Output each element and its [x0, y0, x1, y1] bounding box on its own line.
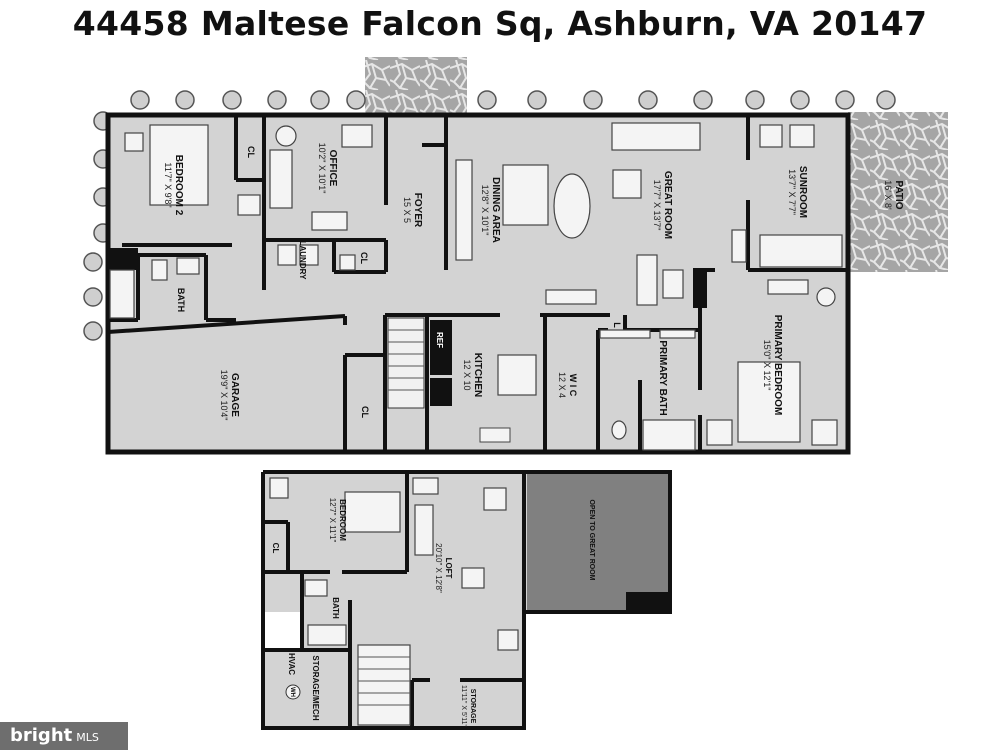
svg-text:CL: CL	[359, 252, 369, 264]
svg-text:PATIO: PATIO	[893, 180, 904, 209]
svg-text:12'7" X 11'1": 12'7" X 11'1"	[328, 498, 337, 543]
svg-text:L: L	[612, 322, 622, 328]
room-label-open: OPEN TO GREAT ROOM	[588, 499, 595, 580]
svg-text:17'7" X 13'7": 17'7" X 13'7"	[652, 180, 662, 231]
upper-floor	[261, 470, 672, 730]
svg-text:16' X 8': 16' X 8'	[883, 180, 893, 210]
svg-text:FOYER: FOYER	[412, 193, 423, 228]
room-label-dining: DINING AREA 12'8" X 10'1"	[480, 177, 501, 243]
svg-text:15 X 5: 15 X 5	[402, 197, 412, 223]
room-label-great: GREAT ROOM 17'7" X 13'7"	[652, 171, 673, 239]
svg-text:STORAGE/MECH: STORAGE/MECH	[311, 655, 320, 720]
svg-text:W I C: W I C	[568, 374, 578, 397]
svg-text:OFFICE: OFFICE	[327, 150, 338, 187]
room-label-ref: REF	[435, 332, 444, 348]
room-label-loft: LOFT 20'10" X 12'8"	[434, 543, 453, 593]
svg-text:BEDROOM 2: BEDROOM 2	[173, 155, 184, 216]
room-label-laundry: LAUNDRY	[298, 241, 307, 280]
svg-text:CL: CL	[246, 146, 256, 158]
listing-address-title: 44458 Maltese Falcon Sq, Ashburn, VA 201…	[72, 4, 928, 43]
svg-text:19'9" X 10'4": 19'9" X 10'4"	[219, 370, 229, 421]
room-label-bath1: BATH	[176, 288, 186, 312]
svg-text:BATH: BATH	[331, 597, 340, 619]
svg-text:WH: WH	[289, 687, 295, 697]
room-label-pbath: PRIMARY BATH	[657, 340, 668, 415]
room-label-sunroom: SUNROOM 13'7" X 7'7"	[787, 166, 808, 218]
room-label-cl2: CL	[359, 252, 369, 264]
room-label-l: L	[612, 322, 622, 328]
room-label-bedroom2: BEDROOM 2 11'7" X 9'8"	[163, 155, 184, 216]
room-label-cl4: CL	[271, 543, 280, 554]
svg-text:11'7" X 9'8": 11'7" X 9'8"	[163, 162, 173, 207]
svg-text:BEDROOM: BEDROOM	[338, 499, 347, 541]
svg-text:11'11" X 5'11": 11'11" X 5'11"	[460, 685, 467, 727]
svg-text:LAUNDRY: LAUNDRY	[298, 241, 307, 280]
svg-text:DINING AREA: DINING AREA	[490, 177, 501, 243]
room-label-kitchen: KITCHEN 12 X 10	[462, 353, 483, 397]
room-label-cl3: CL	[360, 406, 370, 418]
svg-text:HVAC: HVAC	[287, 653, 296, 675]
svg-text:GARAGE: GARAGE	[229, 373, 240, 417]
svg-text:OPEN TO GREAT ROOM: OPEN TO GREAT ROOM	[588, 499, 595, 580]
svg-text:20'10" X 12'8": 20'10" X 12'8"	[434, 543, 443, 593]
svg-text:12 X 10: 12 X 10	[462, 359, 472, 390]
room-label-pbed: PRIMARY BEDROOM 15'0" X 12'1"	[762, 315, 783, 416]
room-label-foyer: FOYER 15 X 5	[402, 193, 423, 228]
water-heater-icon	[285, 684, 301, 700]
svg-text:12'8" X 10'1": 12'8" X 10'1"	[480, 185, 490, 236]
main-floor	[105, 112, 851, 455]
svg-text:CL: CL	[271, 543, 280, 554]
svg-text:SUNROOM: SUNROOM	[797, 166, 808, 218]
room-label-mech: STORAGE/MECH	[311, 655, 320, 720]
svg-text:REF: REF	[435, 332, 444, 348]
room-label-garage: GARAGE 19'9" X 10'4"	[219, 370, 240, 421]
room-label-wic: W I C 12 X 4	[557, 372, 578, 398]
shrubs	[83, 90, 896, 341]
room-label-cl1: CL	[246, 146, 256, 158]
room-label-bath2: BATH	[331, 597, 340, 619]
room-label-patio: PATIO 16' X 8'	[883, 180, 904, 210]
room-label-office: OFFICE 10'2" X 10'1"	[317, 143, 338, 194]
svg-text:10'2" X 10'1": 10'2" X 10'1"	[317, 143, 327, 194]
svg-text:LOFT: LOFT	[444, 558, 453, 579]
svg-text:GREAT ROOM: GREAT ROOM	[662, 171, 673, 239]
svg-text:12 X 4: 12 X 4	[557, 372, 567, 398]
room-label-storage: STORAGE 11'11" X 5'11"	[460, 685, 476, 727]
room-label-wh: WH	[289, 687, 295, 697]
svg-text:PRIMARY BATH: PRIMARY BATH	[657, 340, 668, 415]
room-label-bedroom: BEDROOM 12'7" X 11'1"	[328, 498, 347, 543]
svg-text:13'7" X 7'7": 13'7" X 7'7"	[787, 169, 797, 215]
svg-text:KITCHEN: KITCHEN	[472, 353, 483, 397]
room-label-hvac: HVAC	[287, 653, 296, 675]
patio-stone	[848, 112, 948, 272]
svg-text:PRIMARY BEDROOM: PRIMARY BEDROOM	[772, 315, 783, 416]
svg-text:15'0" X 12'1": 15'0" X 12'1"	[762, 340, 772, 391]
svg-text:BATH: BATH	[176, 288, 186, 312]
svg-text:STORAGE: STORAGE	[469, 689, 476, 724]
svg-text:CL: CL	[360, 406, 370, 418]
